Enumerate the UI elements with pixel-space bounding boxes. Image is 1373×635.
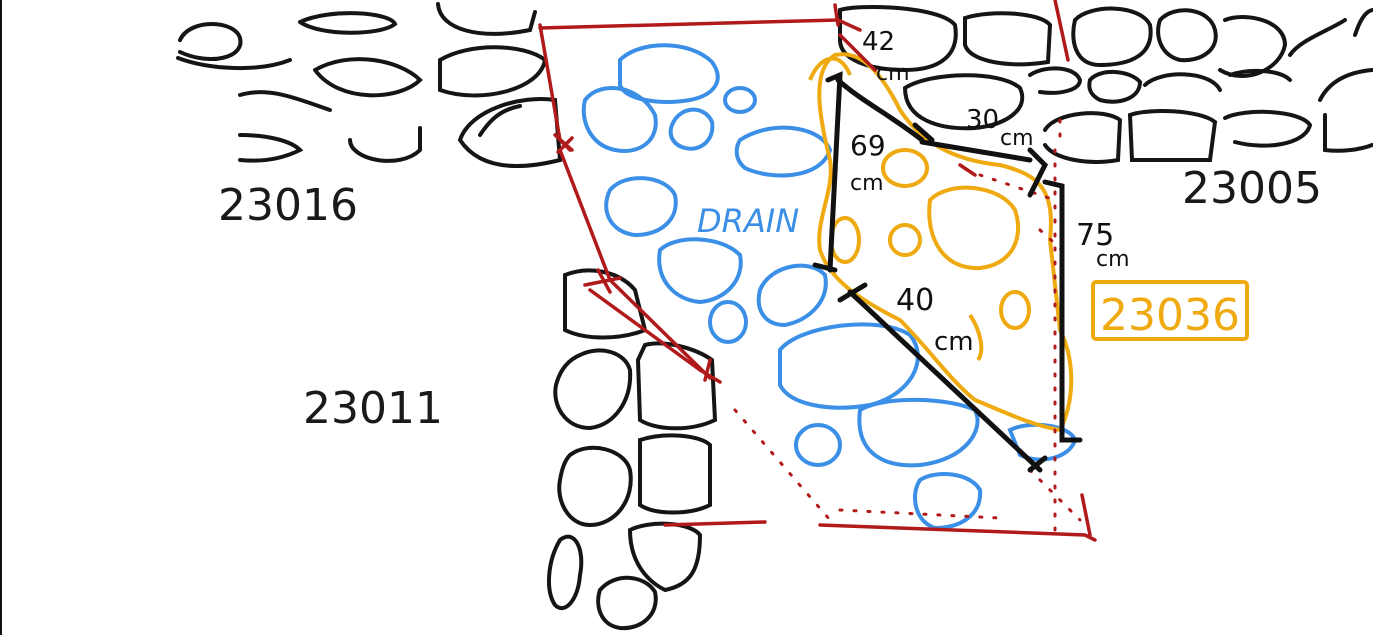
measurement-40-unit: cm — [934, 327, 974, 357]
drain-stones — [581, 43, 1078, 531]
measurement-75-value: 75 — [1076, 218, 1114, 253]
measurement-40-value: 40 — [896, 283, 934, 318]
stone-wall-top-right — [838, 5, 1373, 164]
measurement-69-value: 69 — [850, 129, 886, 162]
stone-wall-top-left — [176, 2, 563, 168]
drain-label: DRAIN — [697, 202, 799, 240]
measurement-42-unit: cm — [876, 61, 910, 86]
parcel-23036-outline — [808, 52, 1249, 433]
measurement-30-unit: cm — [1000, 126, 1034, 151]
measurement-lines — [812, 71, 1083, 473]
parcel-label-23005: 23005 — [1182, 163, 1322, 214]
parcel-label-23011: 23011 — [303, 383, 443, 434]
measurement-75-unit: cm — [1096, 247, 1130, 272]
measurement-69-unit: cm — [850, 171, 884, 196]
parcel-label-23016: 23016 — [218, 180, 358, 231]
parcel-23036-box — [1091, 280, 1249, 341]
parcel-label-23036: 23036 — [1100, 290, 1240, 341]
measurement-42-value: 42 — [862, 27, 895, 57]
stone-wall-bottom-left — [547, 268, 718, 631]
red-boundary — [538, 0, 1097, 542]
measurement-30-value: 30 — [966, 105, 999, 135]
